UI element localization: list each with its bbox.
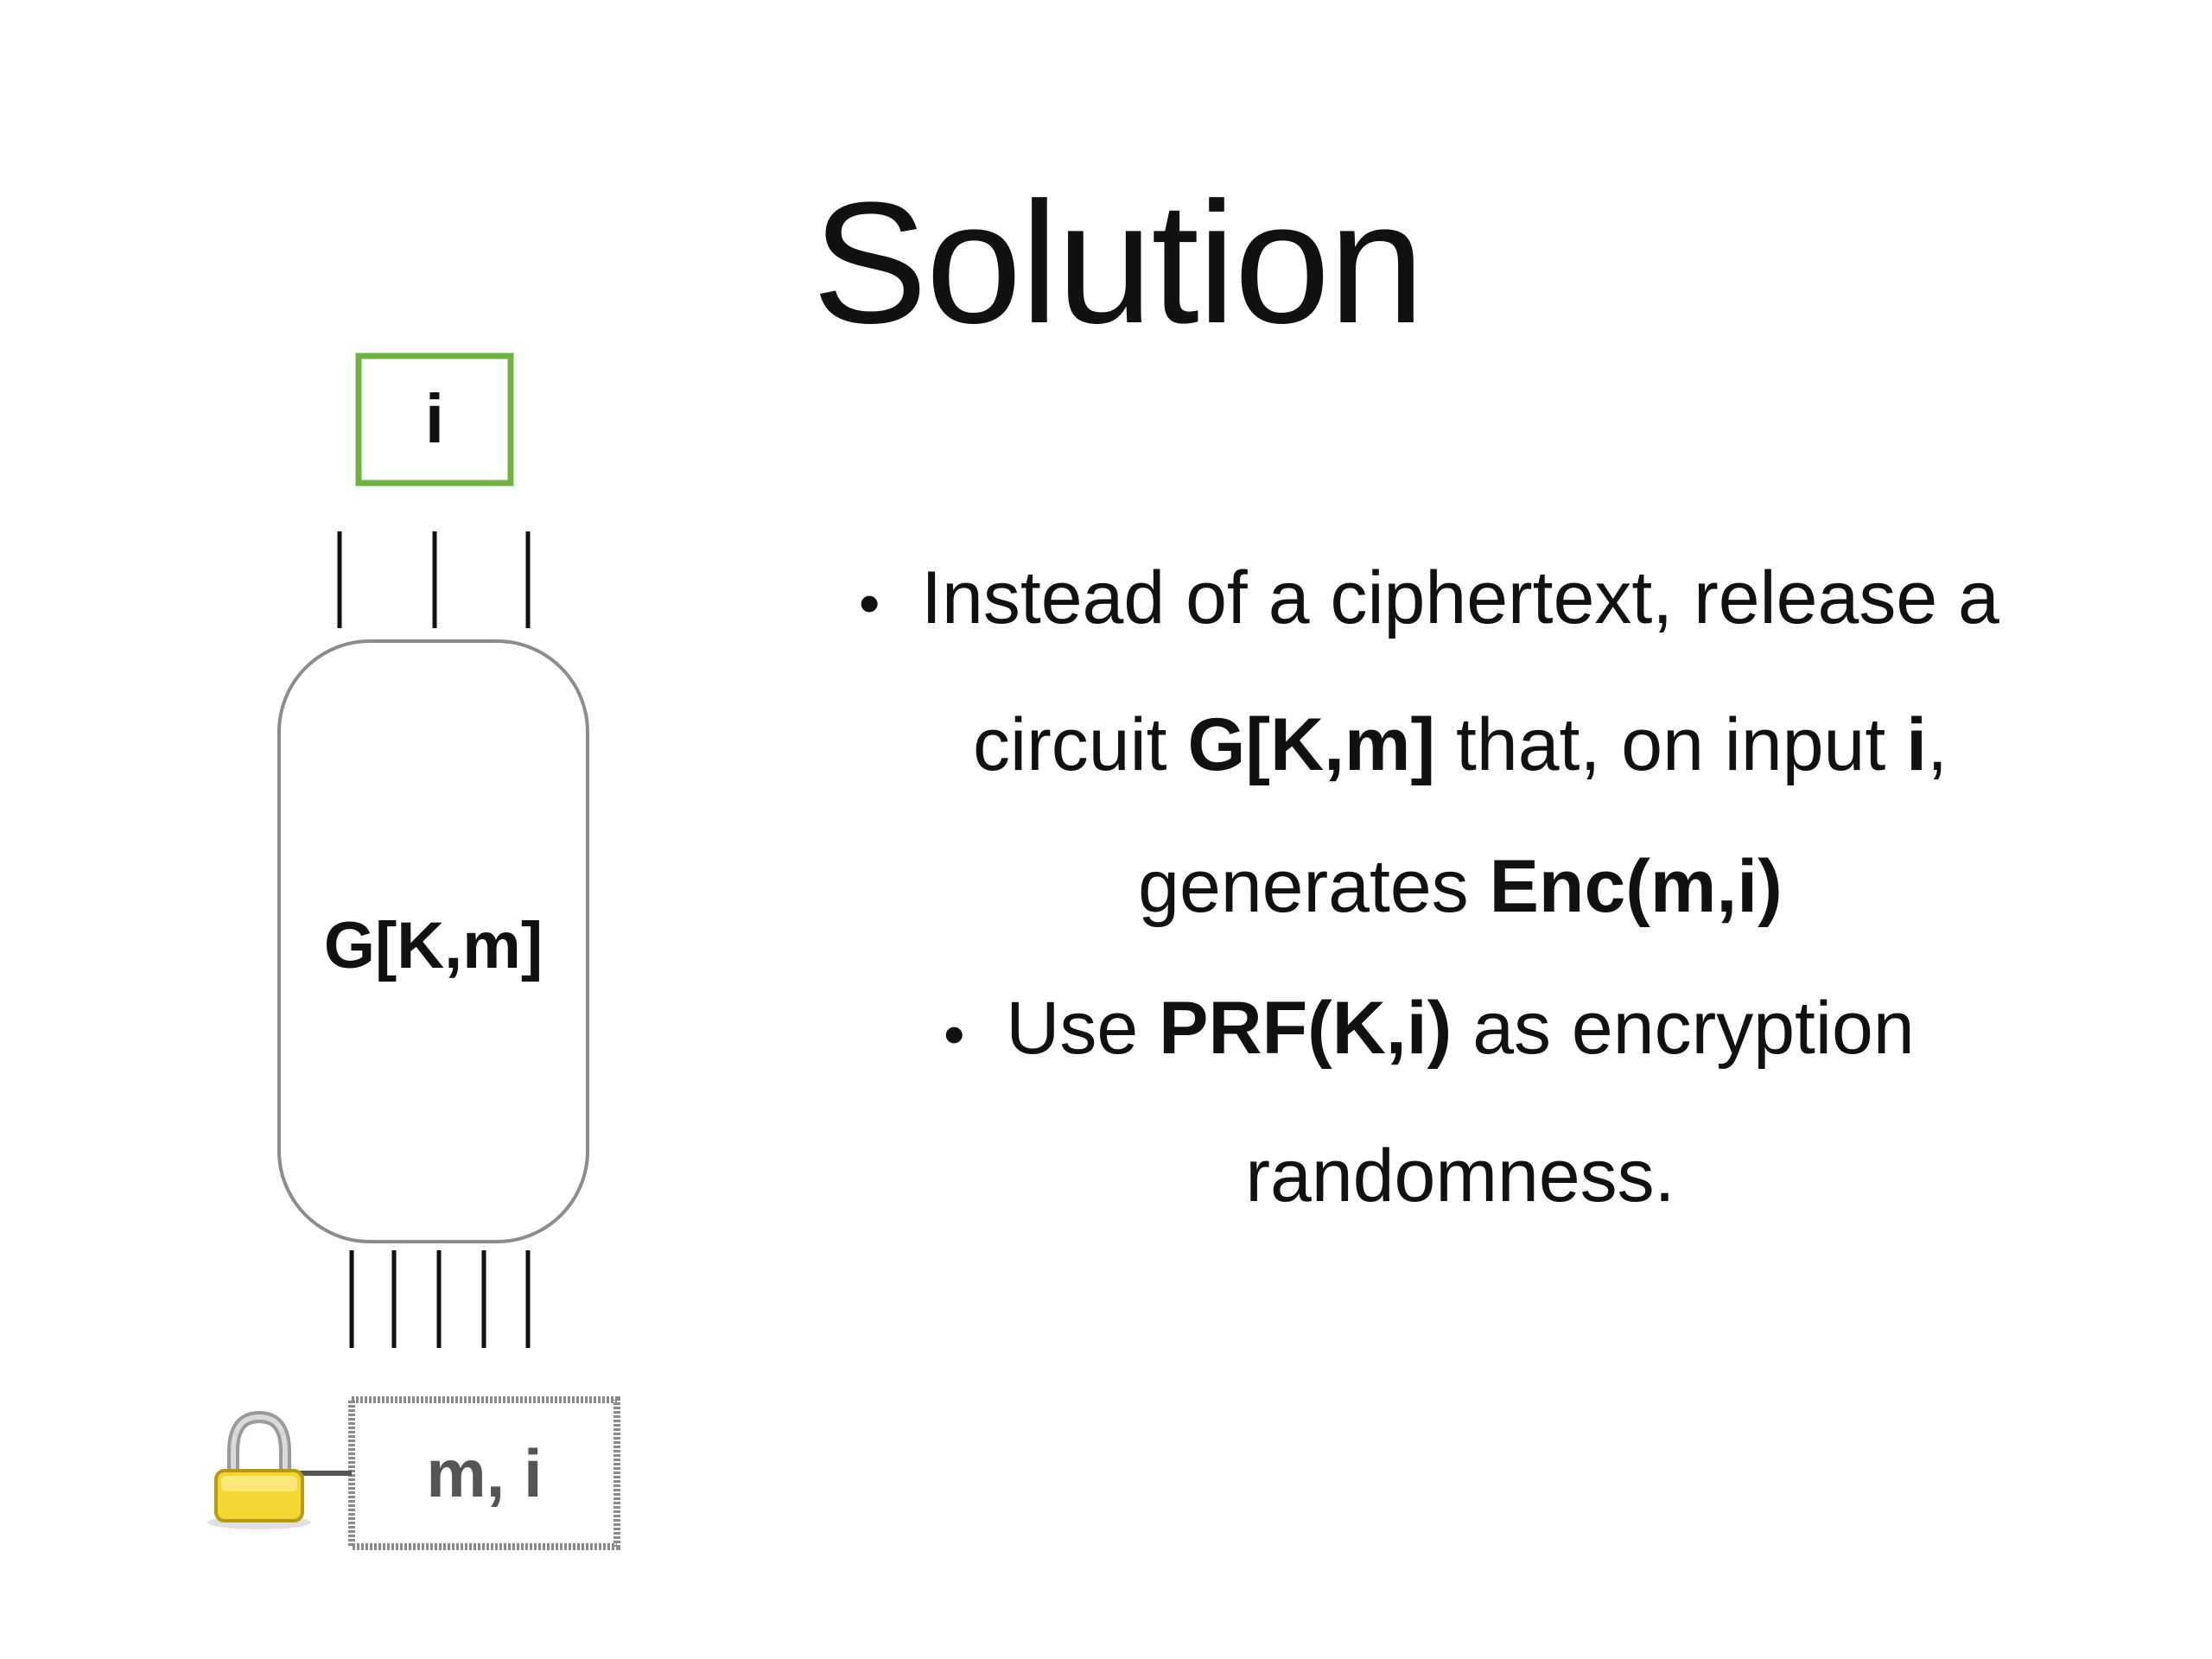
output-wires xyxy=(349,1250,531,1348)
padlock-icon xyxy=(207,1410,311,1529)
bullet-2-line-1: • Use PRF(K,i) as encryption xyxy=(778,957,2108,1104)
bullet-1-line-1: • Instead of a ciphertext, release a xyxy=(778,527,2108,674)
bullet-2-line-2: randomness. xyxy=(778,1105,2108,1247)
bullet-1-line-3: generates Enc(m,i) xyxy=(778,816,2108,957)
input-label: i xyxy=(424,380,445,457)
bullet-1-text-2a: circuit xyxy=(973,703,1188,787)
bullet-1-text-1: Instead of a ciphertext, release a xyxy=(921,556,1999,639)
encrypted-box xyxy=(348,1396,620,1550)
bullet-2-text-2: randomness. xyxy=(1245,1134,1675,1217)
bullet-1-text-3b: Enc(m,i) xyxy=(1489,845,1783,929)
bullet-dot: • xyxy=(858,569,880,638)
bullet-item-1: • Instead of a ciphertext, release a circ… xyxy=(778,527,2108,957)
bullet-1-text-3a: generates xyxy=(1138,845,1490,929)
bullet-dot: • xyxy=(944,1000,965,1068)
bullet-1-text-2e: , xyxy=(1927,703,1948,787)
input-wires xyxy=(337,531,531,628)
bullet-1-line-2: circuit G[K,m] that, on input i, xyxy=(778,674,2108,816)
bullet-2-text-1c: as encryption xyxy=(1452,987,1915,1071)
bullet-item-2: • Use PRF(K,i) as encryption randomness. xyxy=(778,957,2108,1246)
circuit-box xyxy=(277,639,589,1243)
circuit-label: G[K,m] xyxy=(323,909,543,982)
bullet-list: • Instead of a ciphertext, release a circ… xyxy=(778,527,2108,1247)
input-box xyxy=(355,353,514,486)
encrypted-label: m, i xyxy=(426,1435,543,1511)
bullet-2-text-1b: PRF(K,i) xyxy=(1159,987,1452,1071)
bullet-1-text-2d: i xyxy=(1906,703,1928,787)
bullet-1-text-2b: G[K,m] xyxy=(1187,703,1436,787)
bullet-1-text-2c: that, on input xyxy=(1435,703,1907,787)
slide-title: Solution xyxy=(812,167,1425,359)
bullet-2-text-1a: Use xyxy=(1006,987,1160,1071)
